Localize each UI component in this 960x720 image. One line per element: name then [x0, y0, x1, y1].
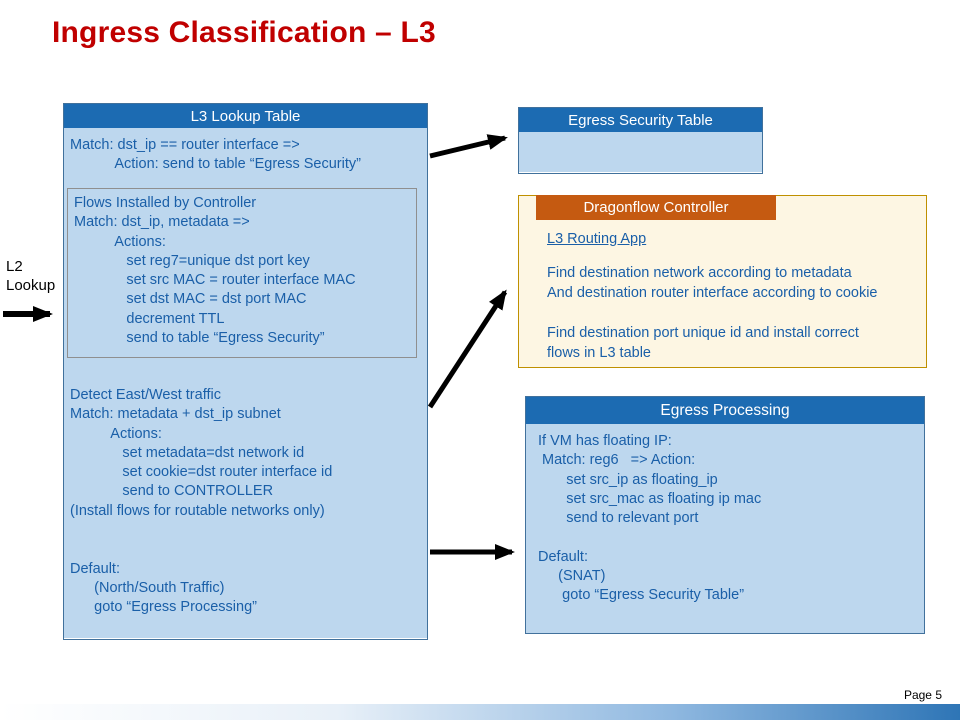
l3-lookup-table-header: L3 Lookup Table	[64, 104, 427, 128]
l3-match-block: Match: dst_ip == router interface => Act…	[70, 137, 361, 173]
arrow-to-egress-security	[429, 134, 508, 159]
l2-lookup-label: L2 Lookup	[6, 258, 56, 294]
dragonflow-controller-header: Dragonflow Controller	[536, 195, 776, 220]
egress-security-table-body	[519, 132, 762, 172]
l3-flows-installed-box: Flows Installed by Controller Match: dst…	[67, 188, 417, 358]
egress-processing-body: If VM has floating IP: Match: reg6 => Ac…	[526, 424, 924, 633]
egress-security-table-box: Egress Security Table	[518, 107, 763, 174]
l3-routing-app-description: Find destination network according to me…	[547, 265, 878, 361]
slide-title: Ingress Classification – L3	[52, 16, 436, 49]
bottom-gradient-bar	[0, 704, 960, 720]
egress-processing-box: Egress Processing If VM has floating IP:…	[525, 396, 925, 634]
page-number: Page 5	[903, 688, 942, 702]
dragonflow-controller-box: Dragonflow Controller L3 Routing App Fin…	[518, 195, 927, 368]
l3-lookup-table-body: Match: dst_ip == router interface => Act…	[64, 128, 427, 638]
l3-east-west-block: Detect East/West traffic Match: metadata…	[70, 387, 333, 616]
l3-routing-app-title: L3 Routing App	[547, 231, 647, 247]
arrow-to-dragonflow-controller	[427, 289, 508, 409]
egress-processing-header: Egress Processing	[526, 397, 924, 424]
egress-security-table-header: Egress Security Table	[519, 108, 762, 132]
dragonflow-controller-content: L3 Routing App Find destination network …	[547, 229, 916, 363]
l3-lookup-table-box: L3 Lookup Table Match: dst_ip == router …	[63, 103, 428, 640]
